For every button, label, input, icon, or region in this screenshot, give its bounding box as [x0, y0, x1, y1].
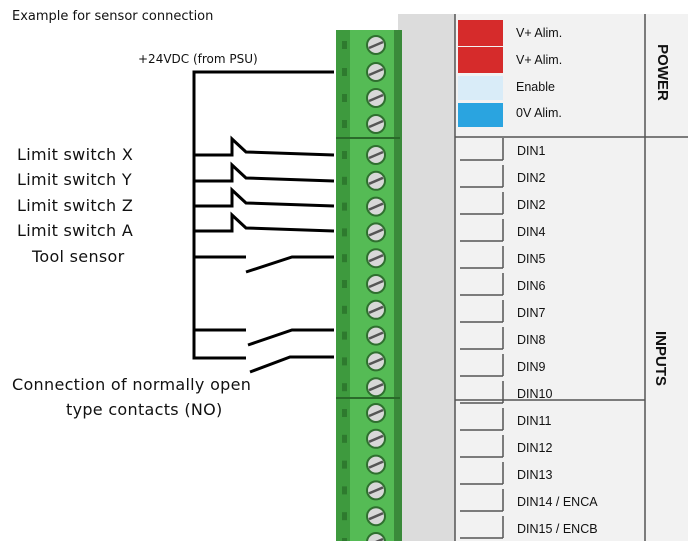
sensor-label: Tool sensor: [32, 247, 125, 266]
terminal-slot: [342, 202, 347, 211]
no-contact-2-right: [249, 355, 334, 374]
sensor-label: Limit switch Y: [17, 170, 132, 189]
terminal-slot: [342, 254, 347, 263]
input-pin-label: DIN5: [517, 252, 546, 266]
terminal-slot: [342, 280, 347, 288]
limit-switch-z-wire: [194, 186, 335, 208]
screw-slot: [368, 331, 384, 340]
label-panel: [455, 14, 688, 541]
psu-label: +24VDC (from PSU): [138, 52, 258, 66]
terminal-slot: [342, 383, 347, 392]
note-line-1: Connection of normally open: [12, 375, 252, 394]
power-pin-label: Enable: [516, 80, 555, 94]
screw-slot: [368, 460, 384, 469]
input-pin-label: DIN7: [517, 306, 546, 320]
screw-slot: [368, 383, 384, 392]
note-line-2: type contacts (NO): [66, 400, 223, 419]
input-pin-label: DIN12: [517, 441, 553, 455]
no-contact-1-right: [247, 328, 334, 347]
terminal-slot: [342, 305, 347, 314]
input-pin-label: DIN6: [517, 279, 546, 293]
screw-slot: [368, 486, 384, 495]
screw-slot: [368, 67, 384, 77]
screw-slot: [368, 119, 384, 129]
input-pin-label: DIN1: [517, 144, 546, 158]
screw-slot: [368, 176, 384, 185]
input-pin-label: DIN13: [517, 468, 553, 482]
terminal-slot: [342, 357, 347, 366]
power-group-label: POWER: [653, 44, 671, 101]
screw-slot: [368, 408, 384, 418]
limit-switch-x-wire: [194, 135, 335, 157]
screw-slot: [368, 93, 384, 103]
screw-slot: [368, 150, 384, 160]
screw-slot: [368, 228, 384, 237]
screw-slot: [375, 537, 384, 541]
input-pin-label: DIN11: [517, 414, 552, 428]
terminal-slot: [342, 68, 347, 76]
limit-switch-y-wire: [194, 161, 335, 183]
input-pin-label: DIN9: [517, 360, 546, 374]
power-pin-label: 0V Alim.: [516, 106, 562, 120]
limit-switch-a-wire: [194, 211, 335, 233]
terminal-slot: [342, 331, 347, 340]
terminal-slot: [342, 120, 347, 128]
screw-slot: [368, 40, 384, 50]
terminal-slot: [342, 228, 347, 237]
tool-sensor-wire-right: [245, 255, 334, 274]
input-pin-label: DIN15 / ENCB: [517, 522, 598, 536]
sensor-label: Limit switch A: [17, 221, 134, 240]
screw-slot: [368, 279, 384, 289]
power-pin-label: V+ Alim.: [516, 26, 563, 40]
terminal-slot: [342, 176, 347, 185]
input-pin-label: DIN10: [517, 387, 553, 401]
screw-slot: [368, 434, 384, 443]
power-pin-label: V+ Alim.: [516, 53, 563, 67]
input-pin-label: DIN4: [517, 225, 546, 239]
power-marker-enable: [458, 76, 503, 100]
input-pin-label: DIN14 / ENCA: [517, 495, 598, 509]
terminal-slot: [342, 486, 347, 495]
inputs-group-label: INPUTS: [652, 330, 670, 387]
input-pin-label: DIN2: [517, 171, 546, 185]
common-bus-wire: [192, 70, 334, 360]
screw-slot: [368, 305, 384, 314]
input-pin-label: DIN8: [517, 333, 546, 347]
screw-slot: [368, 512, 384, 521]
diagram-title: Example for sensor connection: [12, 9, 214, 24]
input-pin-label: DIN2: [517, 198, 546, 212]
sensor-label: Limit switch X: [17, 145, 134, 164]
terminal-slot: [342, 538, 347, 541]
terminal-slot: [342, 409, 347, 417]
screw-slot: [368, 202, 384, 211]
screw-slot: [368, 357, 384, 366]
terminal-slot: [342, 41, 347, 49]
terminal-slot: [342, 512, 347, 521]
power-marker-red-1: [458, 20, 503, 46]
power-marker-0v: [458, 103, 503, 127]
sensor-label: Limit switch Z: [17, 196, 134, 215]
wiring: [192, 70, 335, 374]
terminal-slot: [342, 460, 347, 469]
terminal-screws: [336, 35, 400, 541]
terminal-slot: [342, 94, 347, 102]
power-marker-red-2: [458, 47, 503, 73]
terminal-slot: [342, 434, 347, 443]
screw-slot: [368, 254, 384, 263]
terminal-slot: [342, 151, 347, 159]
